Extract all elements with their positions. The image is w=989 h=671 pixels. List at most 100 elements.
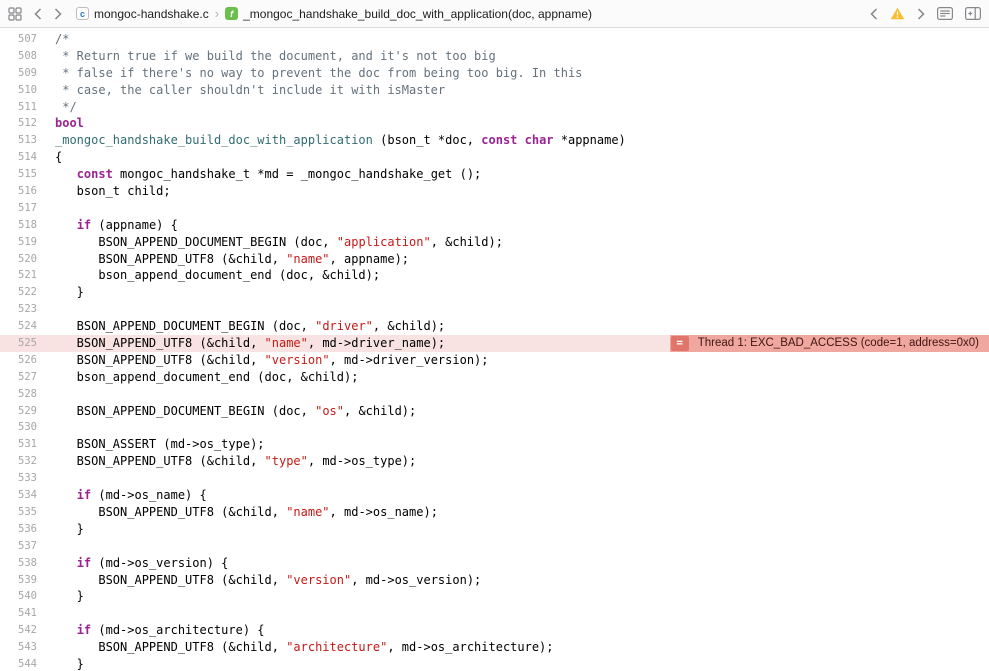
breadcrumb-symbol[interactable]: f _mongoc_handshake_build_doc_with_appli… [225, 7, 592, 21]
line-number[interactable]: 533 [18, 472, 37, 485]
code-line[interactable]: 511 */ [0, 99, 989, 116]
code-line[interactable]: 514{ [0, 149, 989, 166]
code-line[interactable]: 519 BSON_APPEND_DOCUMENT_BEGIN (doc, "ap… [0, 234, 989, 251]
code-line[interactable]: 531 BSON_ASSERT (md->os_type); [0, 436, 989, 453]
code-line[interactable]: 518 if (appname) { [0, 217, 989, 234]
code-line[interactable]: 537 [0, 538, 989, 555]
line-number[interactable]: 511 [18, 100, 37, 113]
line-number[interactable]: 542 [18, 624, 37, 637]
code-line[interactable]: 509 * false if there's no way to prevent… [0, 65, 989, 82]
code-line[interactable]: 510 * case, the caller shouldn't include… [0, 82, 989, 99]
code-segment: char [524, 133, 554, 148]
line-number[interactable]: 536 [18, 522, 37, 535]
code-editor[interactable]: 507 /* 508 * Return true if we build the d… [0, 28, 989, 671]
line-number[interactable]: 507 [18, 33, 37, 45]
warning-icon[interactable] [890, 7, 905, 20]
line-number[interactable]: 528 [18, 387, 37, 400]
line-number[interactable]: 508 [18, 49, 37, 62]
code-segment: /* [55, 32, 70, 46]
code-text: */ [37, 99, 76, 116]
line-number[interactable]: 522 [18, 286, 37, 299]
line-number[interactable]: 541 [18, 607, 37, 620]
code-line[interactable]: 544 } [0, 656, 989, 671]
code-line[interactable]: 533 [0, 470, 989, 487]
code-line[interactable]: 515 const mongoc_handshake_t *md = _mong… [0, 166, 989, 183]
code-segment: "name" [264, 336, 308, 351]
code-line[interactable]: 539 BSON_APPEND_UTF8 (&child, "version",… [0, 572, 989, 589]
line-number[interactable]: 530 [18, 421, 37, 434]
line-number[interactable]: 514 [18, 151, 37, 164]
line-number[interactable]: 539 [18, 573, 37, 586]
line-number[interactable]: 529 [18, 404, 37, 417]
code-line[interactable]: 526 BSON_APPEND_UTF8 (&child, "version",… [0, 352, 989, 369]
next-issue-icon[interactable] [917, 7, 925, 20]
line-number[interactable]: 531 [18, 438, 37, 451]
code-line[interactable]: 521 bson_append_document_end (doc, &chil… [0, 267, 989, 284]
line-number[interactable]: 540 [18, 590, 37, 603]
line-number[interactable]: 519 [18, 235, 37, 248]
line-number[interactable]: 532 [18, 455, 37, 468]
code-segment: bson_t child; [55, 184, 171, 199]
line-number[interactable]: 534 [18, 489, 37, 502]
editor-options-icon[interactable] [937, 7, 953, 20]
code-line[interactable]: 529 BSON_APPEND_DOCUMENT_BEGIN (doc, "os… [0, 403, 989, 420]
code-segment: BSON_APPEND_UTF8 (&child, [55, 572, 287, 587]
line-number[interactable]: 510 [18, 83, 37, 96]
code-line[interactable]: 527 bson_append_document_end (doc, &chil… [0, 369, 989, 386]
line-number[interactable]: 517 [18, 201, 37, 214]
code-line[interactable]: 528 [0, 386, 989, 403]
line-number[interactable]: 509 [18, 66, 37, 79]
line-number[interactable]: 537 [18, 539, 37, 552]
code-line[interactable]: 530 [0, 419, 989, 436]
line-number[interactable]: 518 [18, 218, 37, 231]
previous-issue-icon[interactable] [870, 7, 878, 20]
code-line[interactable]: 516 bson_t child; [0, 183, 989, 200]
line-number[interactable]: 544 [18, 657, 37, 670]
code-segment: const [481, 133, 518, 148]
line-number[interactable]: 526 [18, 353, 37, 366]
line-number[interactable]: 527 [18, 370, 37, 383]
code-line[interactable]: 517 [0, 200, 989, 217]
line-number[interactable]: 535 [18, 505, 37, 518]
breadcrumb-file[interactable]: c mongoc-handshake.c [76, 7, 209, 21]
line-number[interactable]: 543 [18, 641, 37, 654]
code-line[interactable]: 523 [0, 301, 989, 318]
line-number[interactable]: 515 [18, 168, 37, 181]
code-line[interactable]: 541 [0, 605, 989, 622]
line-number[interactable]: 512 [18, 117, 37, 130]
go-forward-icon[interactable] [54, 7, 62, 20]
code-text: * case, the caller shouldn't include it … [37, 82, 445, 99]
code-line[interactable]: 536 } [0, 521, 989, 538]
code-line[interactable]: 542 if (md->os_architecture) { [0, 622, 989, 639]
add-editor-icon[interactable] [965, 7, 981, 20]
code-line[interactable]: 534 if (md->os_name) { [0, 487, 989, 504]
code-line[interactable]: 543 BSON_APPEND_UTF8 (&child, "architect… [0, 639, 989, 656]
line-number[interactable]: 523 [18, 303, 37, 316]
code-line[interactable]: 508 * Return true if we build the docume… [0, 48, 989, 65]
code-line[interactable]: 507 /* [0, 31, 989, 48]
code-segment: if [76, 623, 92, 638]
line-number[interactable]: 520 [18, 252, 37, 265]
code-line[interactable]: 513_mongoc_handshake_build_doc_with_appl… [0, 132, 989, 149]
code-line[interactable]: 512 bool [0, 115, 989, 132]
line-number[interactable]: 513 [18, 134, 37, 147]
jump-bar: c mongoc-handshake.c › f _mongoc_handsha… [0, 0, 989, 28]
code-segment: bool [55, 116, 84, 131]
code-segment: , md->os_architecture); [387, 640, 554, 655]
line-number[interactable]: 538 [18, 556, 37, 569]
code-line[interactable]: 538 if (md->os_version) { [0, 555, 989, 572]
runtime-issue-annotation[interactable]: =Thread 1: EXC_BAD_ACCESS (code=1, addre… [669, 335, 989, 352]
line-number[interactable]: 525 [18, 337, 37, 350]
line-number[interactable]: 516 [18, 185, 37, 198]
code-line[interactable]: 525 BSON_APPEND_UTF8 (&child, "name", md… [0, 335, 989, 352]
go-back-icon[interactable] [34, 7, 42, 20]
code-line[interactable]: 520 BSON_APPEND_UTF8 (&child, "name", ap… [0, 251, 989, 268]
code-line[interactable]: 522 } [0, 284, 989, 301]
line-number[interactable]: 524 [18, 320, 37, 333]
related-items-icon[interactable] [8, 6, 22, 21]
line-number[interactable]: 521 [18, 269, 37, 282]
code-line[interactable]: 540 } [0, 588, 989, 605]
code-line[interactable]: 524 BSON_APPEND_DOCUMENT_BEGIN (doc, "dr… [0, 318, 989, 335]
code-line[interactable]: 535 BSON_APPEND_UTF8 (&child, "name", md… [0, 504, 989, 521]
code-line[interactable]: 532 BSON_APPEND_UTF8 (&child, "type", md… [0, 453, 989, 470]
